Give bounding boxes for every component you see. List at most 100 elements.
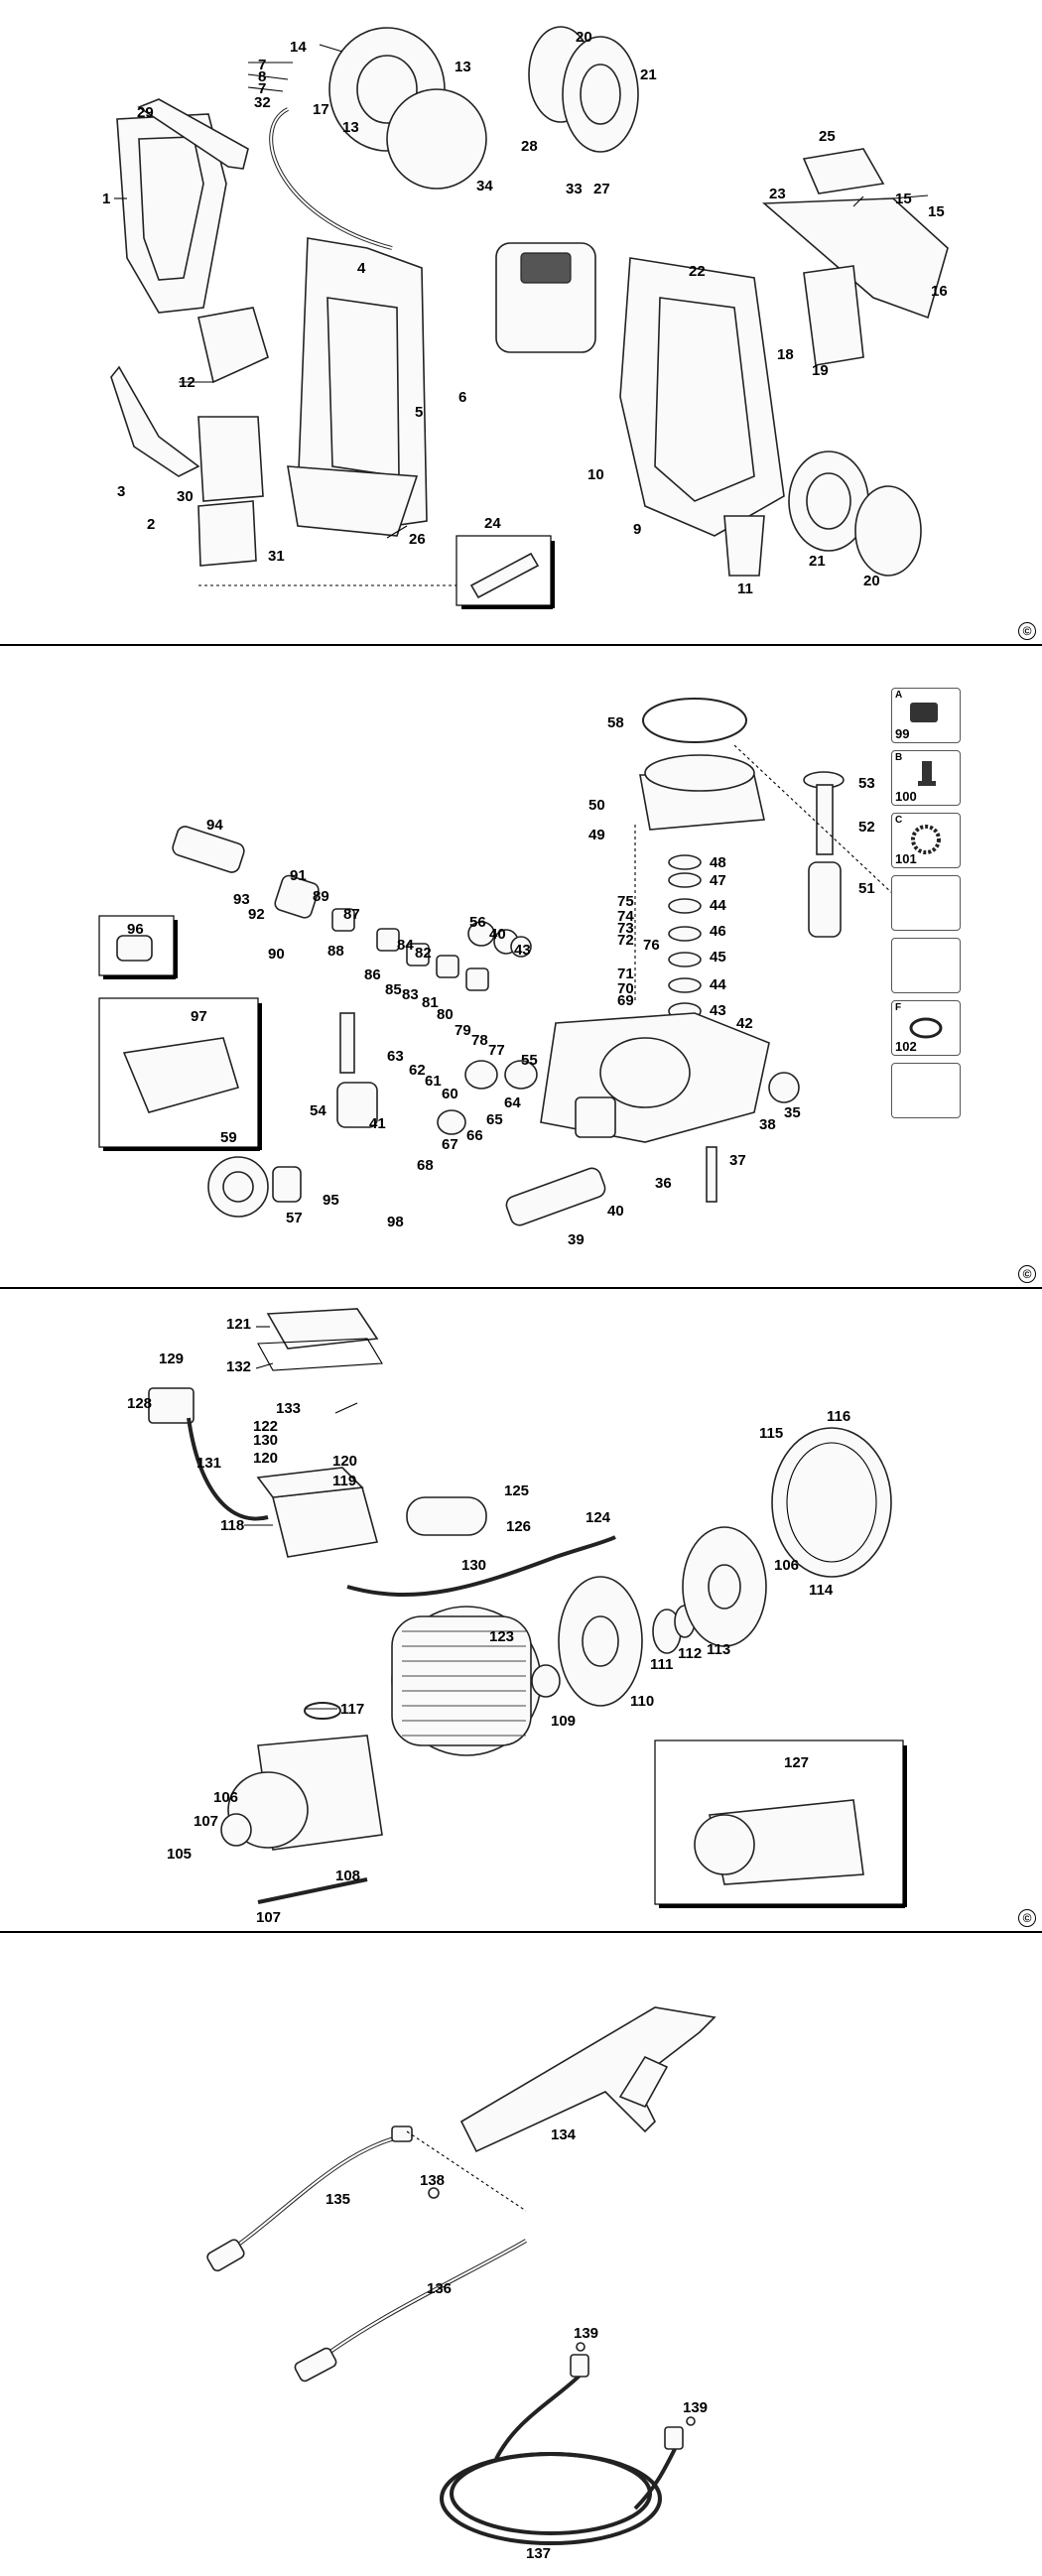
label-117: 117 <box>340 1701 364 1718</box>
label-126: 126 <box>506 1518 531 1535</box>
legend-box-d <box>891 875 961 931</box>
label-21b: 21 <box>809 553 826 570</box>
label-133: 133 <box>276 1400 301 1417</box>
label-39: 39 <box>568 1231 585 1248</box>
o-ring-kit-icon <box>911 825 941 854</box>
label-130a: 130 <box>253 1432 278 1449</box>
label-20b: 20 <box>863 573 880 589</box>
label-115: 115 <box>759 1425 783 1442</box>
label-107a: 107 <box>194 1813 218 1830</box>
label-26: 26 <box>409 531 426 548</box>
label-37: 37 <box>729 1152 746 1169</box>
label-137: 137 <box>526 2545 551 2562</box>
legend-tag: A <box>895 690 903 701</box>
label-79: 79 <box>455 1022 471 1039</box>
legend-box-f: F 102 <box>891 1000 961 1056</box>
label-58: 58 <box>607 714 624 731</box>
label-31: 31 <box>268 548 285 565</box>
label-18: 18 <box>777 346 794 363</box>
label-44b: 44 <box>710 976 726 993</box>
label-106b: 106 <box>213 1789 238 1806</box>
pump-exploded-diagram: 58 53 50 52 49 48 47 51 44 46 75 74 73 7… <box>98 698 894 1248</box>
label-4: 4 <box>357 260 366 277</box>
legend-box-c: C 101 <box>891 813 961 868</box>
label-13b: 13 <box>342 119 359 136</box>
label-23: 23 <box>769 186 786 202</box>
label-64: 64 <box>504 1095 521 1111</box>
label-111: 111 <box>650 1656 673 1673</box>
label-44a: 44 <box>710 897 726 914</box>
label-116: 116 <box>827 1408 850 1425</box>
label-114: 114 <box>809 1582 834 1599</box>
label-12: 12 <box>179 374 195 391</box>
label-14: 14 <box>290 39 307 56</box>
seal-kit-icon <box>910 703 938 722</box>
label-107b: 107 <box>256 1909 281 1926</box>
label-72: 72 <box>617 932 634 949</box>
label-93: 93 <box>233 891 250 908</box>
label-87: 87 <box>343 906 360 923</box>
label-40b: 40 <box>607 1203 624 1220</box>
label-13a: 13 <box>455 59 471 75</box>
label-9: 9 <box>633 521 641 538</box>
label-56: 56 <box>469 914 486 931</box>
panel-motor-assembly: 121 132 129 128 133 122 130 120 120 119 … <box>0 1289 1042 1933</box>
label-67: 67 <box>442 1136 458 1153</box>
legend-box-g <box>891 1063 961 1118</box>
label-139b: 139 <box>683 2399 708 2416</box>
label-42: 42 <box>736 1015 753 1032</box>
label-90: 90 <box>268 946 285 963</box>
label-82: 82 <box>415 945 432 962</box>
label-6: 6 <box>458 389 466 406</box>
label-24: 24 <box>484 515 501 532</box>
label-20a: 20 <box>576 29 592 46</box>
label-92: 92 <box>248 906 265 923</box>
label-138: 138 <box>420 2172 445 2189</box>
label-32: 32 <box>254 94 271 111</box>
label-62: 62 <box>409 1062 426 1079</box>
legend-tag: F <box>895 1002 902 1013</box>
label-49: 49 <box>588 827 605 843</box>
label-129: 129 <box>159 1351 184 1367</box>
panel-pump-assembly: 58 53 50 52 49 48 47 51 44 46 75 74 73 7… <box>0 646 1042 1289</box>
label-98: 98 <box>387 1214 404 1230</box>
label-71: 71 <box>617 966 634 982</box>
housing-exploded-diagram: 14 7 8 7 32 17 13 13 20 21 29 1 28 34 33… <box>102 26 949 609</box>
label-120a: 120 <box>253 1450 278 1467</box>
label-46: 46 <box>710 923 726 940</box>
label-124: 124 <box>586 1509 611 1526</box>
label-45: 45 <box>710 949 726 966</box>
label-84: 84 <box>397 937 414 954</box>
label-83: 83 <box>402 986 419 1003</box>
label-119: 119 <box>332 1473 356 1489</box>
label-85: 85 <box>385 981 402 998</box>
label-50: 50 <box>588 797 605 814</box>
panel-housing-assembly: 14 7 8 7 32 17 13 13 20 21 29 1 28 34 33… <box>0 0 1042 646</box>
label-55: 55 <box>521 1052 538 1069</box>
label-106a: 106 <box>774 1557 799 1574</box>
legend-number: 101 <box>895 851 917 866</box>
label-47: 47 <box>710 872 726 889</box>
label-29: 29 <box>137 104 154 121</box>
label-48: 48 <box>710 854 726 871</box>
label-73: 73 <box>617 920 634 937</box>
gasket-kit-icon <box>909 1017 943 1039</box>
label-54: 54 <box>310 1102 326 1119</box>
label-22: 22 <box>689 263 706 280</box>
label-8: 8 <box>258 68 266 85</box>
label-1: 1 <box>102 191 110 207</box>
label-135: 135 <box>326 2191 350 2208</box>
label-132: 132 <box>226 1358 251 1375</box>
copyright-mark: © <box>1018 1909 1036 1927</box>
label-30: 30 <box>177 488 194 505</box>
label-43a: 43 <box>710 1002 726 1019</box>
label-7: 7 <box>258 57 266 73</box>
label-136: 136 <box>427 2280 452 2297</box>
label-17: 17 <box>313 101 329 118</box>
label-16: 16 <box>931 283 948 300</box>
label-125: 125 <box>504 1482 529 1499</box>
label-110: 110 <box>630 1693 654 1710</box>
label-21a: 21 <box>640 66 657 83</box>
label-89: 89 <box>313 888 329 905</box>
label-74: 74 <box>617 908 634 925</box>
